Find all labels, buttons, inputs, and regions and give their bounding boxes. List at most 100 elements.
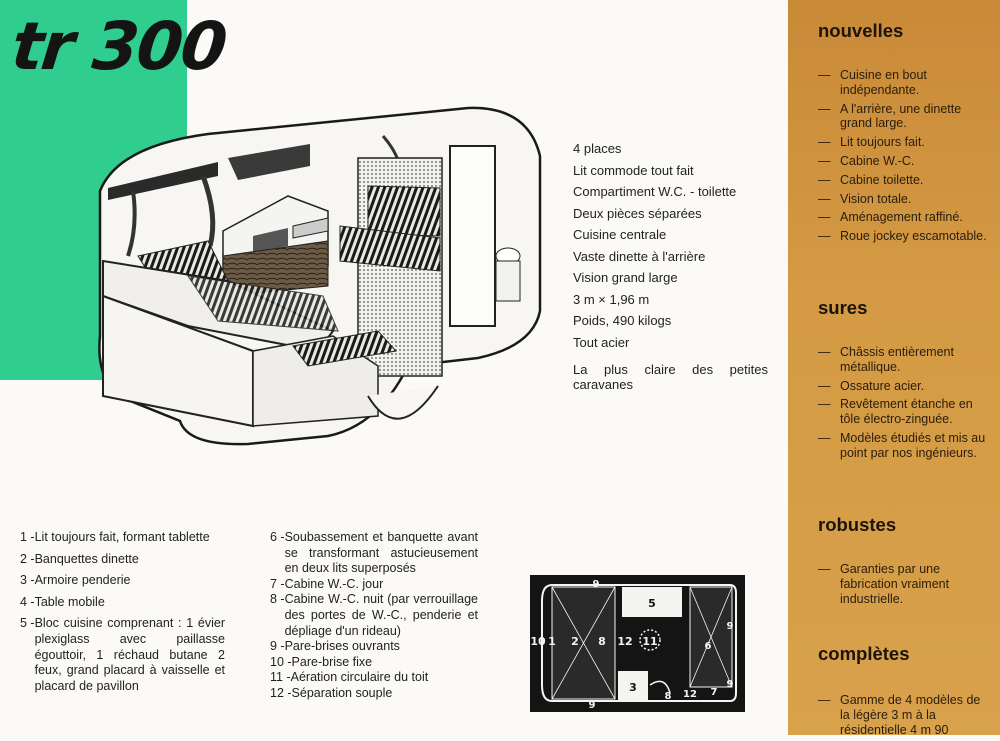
legend-number: 1 -	[20, 530, 35, 544]
legend-item: 4 - Table mobile	[20, 595, 225, 611]
plan-label: 8	[665, 691, 672, 702]
list-item: —Cabine W.-C.	[818, 154, 988, 169]
spec-item: Poids, 490 kilogs	[573, 313, 672, 328]
features-sidebar: nouvelles —Cuisine en bout indépendante.…	[788, 0, 1000, 737]
list-item: —Lit toujours fait.	[818, 135, 988, 150]
legend-item: 6 - Soubassement et banquette avant se t…	[270, 530, 478, 577]
list-item: —Garanties par une fabrication vraiment …	[818, 562, 988, 606]
legend-column-right: 6 - Soubassement et banquette avant se t…	[270, 530, 478, 702]
list-item-text: Revêtement étanche en tôle électro-zingu…	[840, 397, 973, 427]
list-item: —Vision totale.	[818, 192, 988, 207]
legend-text: Pare-brises ouvrants	[284, 639, 400, 654]
plan-label: 10	[530, 635, 546, 648]
plan-label: 12	[683, 689, 697, 700]
spec-item: Deux pièces séparées	[573, 205, 702, 221]
plan-label: 8	[598, 635, 606, 648]
legend-text: Banquettes dinette	[34, 551, 139, 566]
floor-plan: 10 1 2 8 12 11 5 9 6 9 3 8 12 7 9 9	[530, 575, 745, 712]
list-item-text: Vision totale.	[840, 191, 912, 206]
list-item: —Revêtement étanche en tôle électro-zing…	[818, 397, 988, 427]
legend-text: Soubassement et banquette avant se trans…	[284, 530, 478, 576]
legend-item: 8 - Cabine W.-C. nuit (par verrouillage …	[270, 592, 478, 639]
legend-item: 10 - Pare-brise fixe	[270, 655, 478, 671]
section-title-sures: sures	[818, 297, 868, 318]
legend-item: 11 - Aération circulaire du toit	[270, 670, 478, 686]
spec-item: Compartiment W.C. - toilette	[573, 184, 737, 199]
section-title-nouvelles: nouvelles	[818, 20, 904, 41]
caravan-illustration	[98, 106, 542, 446]
legend-column-left: 1 - Lit toujours fait, formant tablette …	[20, 530, 225, 694]
plan-label: 9	[727, 621, 734, 632]
legend-number: 7 -	[270, 576, 285, 591]
list-item: —Ossature acier.	[818, 379, 988, 394]
plan-label: 9	[727, 679, 734, 690]
legend-item: 5 - Bloc cuisine comprenant : 1 évier pl…	[20, 616, 225, 694]
section-list-nouvelles: —Cuisine en bout indépendante. —A l'arri…	[818, 68, 988, 248]
section-list-completes: —Gamme de 4 modèles de la légère 3 m à l…	[818, 693, 988, 741]
spec-item: 4 places	[573, 141, 622, 156]
legend-text: Pare-brise fixe	[291, 654, 373, 669]
plan-label: 2	[571, 635, 579, 648]
legend-text: Bloc cuisine comprenant : 1 évier plexig…	[34, 616, 225, 693]
legend-item: 1 - Lit toujours fait, formant tablette	[20, 530, 225, 546]
legend-number: 4 -	[20, 594, 35, 609]
legend-text: Aération circulaire du toit	[290, 670, 429, 685]
brand-logo: tr 300	[8, 8, 229, 85]
list-item: —Cabine toilette.	[818, 173, 988, 188]
plan-label: 1	[548, 635, 556, 648]
legend-number: 8 -	[270, 592, 285, 607]
legend-text: Lit toujours fait, formant tablette	[34, 530, 210, 544]
legend-item: 3 - Armoire penderie	[20, 573, 225, 589]
legend-number: 12 -	[270, 685, 292, 700]
legend-item: 2 - Banquettes dinette	[20, 552, 225, 568]
list-item-text: Gamme de 4 modèles de la légère 3 m à la…	[840, 693, 981, 737]
list-item-text: Lit toujours fait.	[840, 135, 925, 150]
section-title-completes: complètes	[818, 643, 910, 664]
spec-item: Tout acier	[573, 334, 630, 350]
legend-text: Table mobile	[34, 594, 105, 609]
specifications-list: 4 places Lit commode tout fait Compartim…	[573, 138, 768, 392]
plan-label: 12	[617, 635, 632, 648]
plan-label: 7	[711, 687, 718, 698]
legend-item: 12 - Séparation souple	[270, 686, 478, 702]
legend-number: 3 -	[20, 573, 35, 588]
spec-item: Vaste dinette à l'arrière	[573, 248, 706, 264]
list-item-text: Ossature acier.	[840, 378, 925, 393]
list-item: —Cuisine en bout indépendante.	[818, 68, 988, 98]
list-item: —A l'arrière, une dinette grand large.	[818, 102, 988, 132]
list-item-text: Aménagement raffiné.	[840, 210, 963, 225]
plan-label: 11	[642, 635, 657, 648]
list-item: —Châssis entièrement métallique.	[818, 345, 988, 375]
list-item-text: Cabine W.-C.	[840, 153, 915, 168]
legend-item: 9 - Pare-brises ouvrants	[270, 639, 478, 655]
list-item: —Roue jockey escamotable.	[818, 229, 987, 244]
list-item-text: A l'arrière, une dinette grand large.	[840, 101, 962, 131]
list-item: —Modèles étudiés et mis au point par nos…	[818, 431, 988, 461]
list-item-text: Garanties par une fabrication vraiment i…	[840, 562, 950, 606]
legend-item: 7 - Cabine W.-C. jour	[270, 577, 478, 593]
plan-label: 9	[593, 579, 600, 590]
list-item-text: Cabine toilette.	[840, 172, 924, 187]
legend-text: Armoire penderie	[34, 573, 131, 588]
legend-number: 6 -	[270, 530, 285, 544]
section-list-robustes: —Garanties par une fabrication vraiment …	[818, 562, 988, 610]
legend-number: 9 -	[270, 639, 285, 654]
legend-number: 11 -	[270, 670, 291, 685]
plan-label: 5	[648, 597, 656, 610]
plan-label: 3	[629, 681, 637, 694]
plan-label: 9	[589, 700, 596, 711]
list-item-text: Châssis entièrement métallique.	[840, 345, 954, 374]
list-item-text: Modèles étudiés et mis au point par nos …	[840, 430, 986, 460]
spec-item: Vision grand large	[573, 270, 678, 285]
spec-item: 3 m × 1,96 m	[573, 291, 650, 307]
section-title-robustes: robustes	[818, 514, 897, 535]
list-item-text: Cuisine en bout indépendante.	[840, 68, 927, 97]
legend-number: 5 -	[20, 616, 35, 631]
spec-tagline: La plus claire des petites caravanes	[573, 362, 768, 392]
legend-number: 10 -	[270, 654, 292, 669]
legend-text: Cabine W.-C. nuit (par verrouillage des …	[284, 592, 478, 638]
list-item: —Gamme de 4 modèles de la légère 3 m à l…	[818, 693, 988, 737]
spec-item: Cuisine centrale	[573, 227, 667, 242]
spec-item: Lit commode tout fait	[573, 162, 694, 178]
list-item: —Aménagement raffiné.	[818, 210, 988, 225]
